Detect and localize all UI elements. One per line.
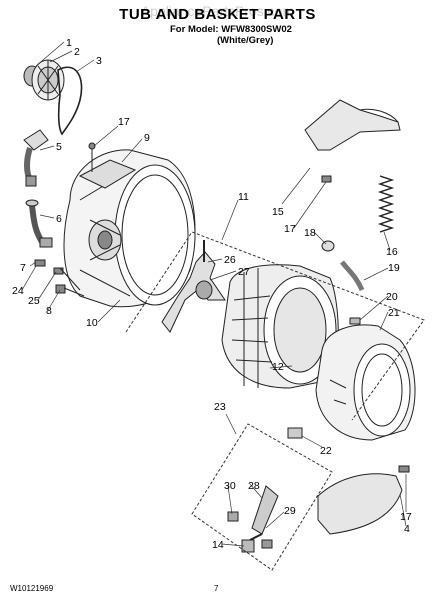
callout-17-top: 17 xyxy=(118,116,130,128)
model-line: For Model: WFW8300SW02 xyxy=(170,24,292,35)
callout-23: 23 xyxy=(214,401,226,413)
callout-17-mid: 17 xyxy=(284,223,296,235)
screw-hardware xyxy=(34,259,66,294)
color-line: (White/Grey) xyxy=(217,35,274,46)
callout-3: 3 xyxy=(96,55,102,67)
callout-19: 19 xyxy=(388,262,400,274)
drive-belt-part xyxy=(57,66,83,136)
screw-hardware-right xyxy=(321,175,410,473)
seal-part xyxy=(287,427,303,439)
callout-28: 28 xyxy=(248,480,260,492)
bracket-part xyxy=(78,142,137,189)
drain-hose-part xyxy=(25,199,53,248)
page-number: 7 xyxy=(214,584,219,593)
rear-tub-part xyxy=(59,149,196,308)
callout-25: 25 xyxy=(28,295,40,307)
callout-17-bottom: 17 xyxy=(400,511,412,523)
callout-5: 5 xyxy=(56,141,62,153)
callout-11: 11 xyxy=(238,191,249,203)
callout-7: 7 xyxy=(20,262,26,274)
callout-27: 27 xyxy=(238,266,250,278)
vent-hose-part xyxy=(23,129,49,187)
callout-2: 2 xyxy=(74,46,80,58)
front-tub-part xyxy=(315,324,416,441)
callout-12: 12 xyxy=(272,361,284,373)
callout-labels: 1 2 3 17 9 5 6 7 24 25 8 10 11 26 27 12 … xyxy=(12,37,412,551)
callout-4: 4 xyxy=(404,523,410,535)
callout-8: 8 xyxy=(46,305,52,317)
clip-part xyxy=(349,317,361,325)
basket-spider-part xyxy=(161,240,226,333)
vent-duct-part xyxy=(304,99,401,151)
assembly-outline xyxy=(125,231,425,571)
suspension-spring-part xyxy=(377,175,395,233)
callout-16: 16 xyxy=(386,246,398,258)
shield-part xyxy=(317,473,403,535)
document-number: W10121969 xyxy=(10,584,54,593)
callout-6: 6 xyxy=(56,213,62,225)
callout-20: 20 xyxy=(386,291,398,303)
inner-basket-part xyxy=(221,264,339,389)
callout-21: 21 xyxy=(388,307,400,319)
callout-29: 29 xyxy=(284,505,296,517)
callout-9: 9 xyxy=(144,132,150,144)
page-title: TUB AND BASKET PARTS xyxy=(119,6,316,23)
callout-26: 26 xyxy=(224,254,236,266)
callout-24: 24 xyxy=(12,285,24,297)
callout-10: 10 xyxy=(86,317,98,329)
pulley-part xyxy=(23,59,65,101)
hose-clamp-part xyxy=(321,240,365,292)
callout-15: 15 xyxy=(272,206,284,218)
callout-14: 14 xyxy=(212,539,224,551)
callout-22: 22 xyxy=(320,445,332,457)
callout-30: 30 xyxy=(224,480,236,492)
leader-lines xyxy=(21,41,407,547)
damper-assembly-part xyxy=(227,485,279,553)
callout-1: 1 xyxy=(66,37,72,49)
callout-18: 18 xyxy=(304,227,316,239)
watermark-text: AppliancePartsPros.com xyxy=(140,3,295,19)
